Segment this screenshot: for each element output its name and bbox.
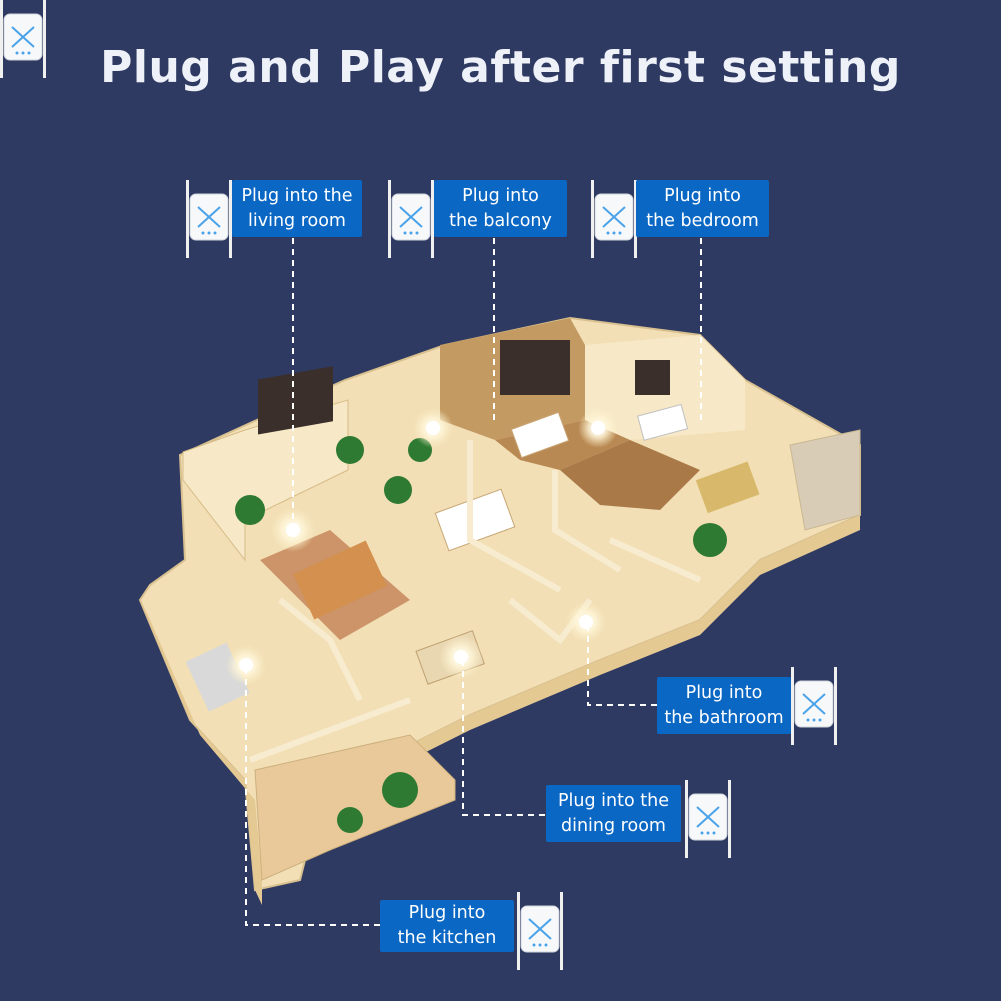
label-dining-room: Plug into the dining room [546,785,681,842]
wifi-extender-icon [590,179,638,259]
bed-1 [510,411,570,459]
wall-front-right [380,515,860,775]
wifi-extender-icon [0,0,46,78]
wifi-extender-icon [516,891,564,971]
bedroom-window [635,360,670,395]
wifi-extender-icon [790,666,838,746]
label-bathroom: Plug into the bathroom [657,677,791,734]
bed-3 [695,461,760,514]
page-title: Plug and Play after first setting [100,42,901,93]
living-window [258,366,333,435]
right-balcony [789,429,861,531]
rug [293,540,387,620]
bottom-balcony [254,734,456,881]
balcony-window [500,340,570,395]
label-balcony: Plug into the balcony [434,180,567,237]
signal-node-icon [226,408,618,685]
label-living-room: Plug into the living room [232,180,362,237]
plant-icon [235,436,727,833]
bathtub [637,403,689,441]
wifi-extender-icon [185,179,233,259]
wifi-extender-icon [387,179,435,259]
label-kitchen: Plug into the kitchen [380,900,514,952]
wood-floor-2 [560,440,700,510]
wifi-extender-icon [684,779,732,859]
label-bedroom: Plug into the bedroom [636,180,769,237]
leader-lines [245,238,702,926]
